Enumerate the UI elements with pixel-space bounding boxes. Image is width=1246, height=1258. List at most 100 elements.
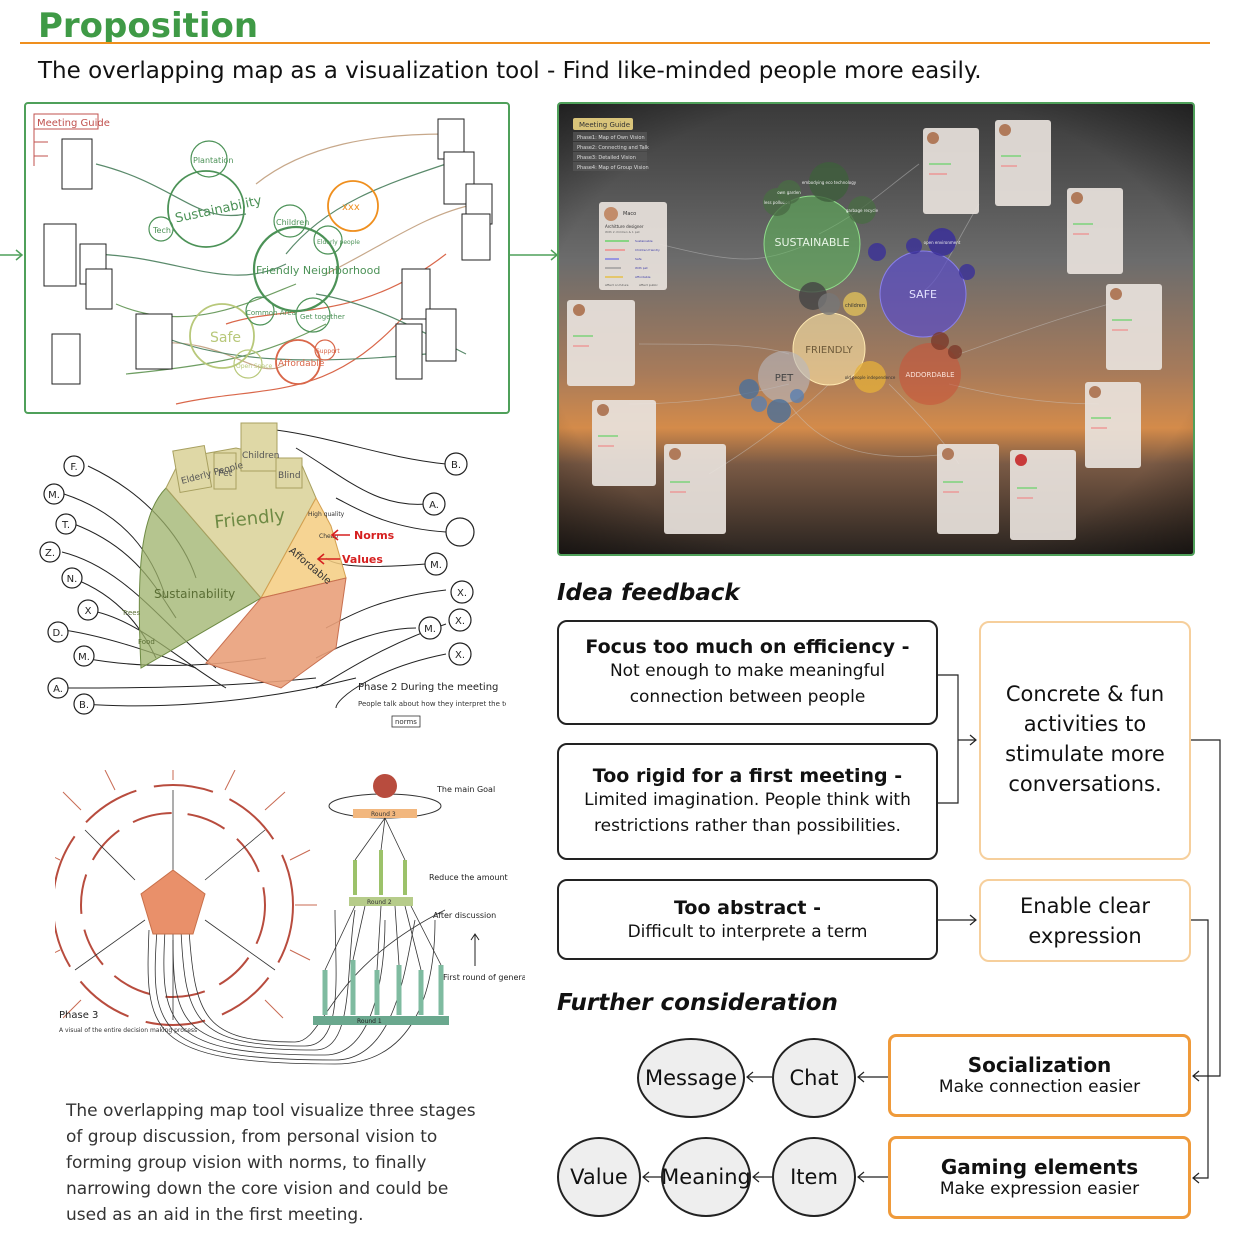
person-right: M. (430, 560, 442, 571)
photo-bubble-friendly: FRIENDLY (805, 345, 853, 356)
sketch-bubble-affordable: Affordable (278, 359, 325, 369)
petal-blind: Blind (278, 471, 301, 481)
photo-phase-4: Phase4: Map of Group Vision (577, 165, 649, 171)
petal-food: Food (138, 638, 155, 646)
round-2-label: Round 2 (367, 899, 392, 906)
person-left: M. (48, 490, 60, 501)
round-3-label: Round 3 (371, 811, 396, 818)
label-reduce: Reduce the amount (429, 873, 508, 882)
photo-bubble-less-pollution: less pollution (764, 200, 791, 205)
arrow-to-photo-icon (507, 249, 559, 261)
sketch-bubble-xxx: xxx (342, 202, 360, 213)
photo-bubble-safe: SAFE (909, 288, 937, 301)
sketch-bubble-common-area: Common Area (246, 309, 296, 317)
feedback-abstract: Too abstract - Difficult to interprete a… (557, 879, 938, 960)
round-1-label: Round 1 (357, 1018, 382, 1025)
overlapping-map-sketch: Meeting Guide Sustainability Plantation … (24, 102, 510, 414)
sketch-bubble-sustainability: Sustainability (174, 193, 264, 226)
radial-norms-sketch: Elderly People Pet Children Blind Friend… (39, 422, 506, 728)
annotation-values: Values (342, 553, 383, 566)
group-vision-map-photo: Meeting Guide Phase1: Map of Own Vision … (557, 102, 1195, 556)
feedback-title: Too rigid for a first meeting (592, 765, 888, 787)
chain-arrows (746, 1071, 888, 1183)
sketch-meeting-guide: Meeting Guide (37, 118, 110, 129)
feedback-title: Focus too much on efficiency (585, 636, 896, 658)
sketch-bubble-elderly: Elderly people (317, 239, 360, 246)
flow-connectors (938, 674, 1221, 1184)
title-underline (20, 42, 1210, 44)
person-left: M. (78, 652, 90, 663)
label-after-discussion: After discussion (433, 911, 496, 920)
card-role: Architture designer (605, 224, 644, 229)
photo-meeting-guide: Meeting Guide (579, 121, 630, 129)
chain-item: Item (772, 1137, 856, 1217)
further-title: Socialization (967, 1053, 1112, 1077)
card-tag: Sustainable (635, 239, 653, 243)
card-foot: Affect public (639, 283, 658, 287)
label-main-goal: The main Goal (436, 785, 495, 794)
page-subtitle: The overlapping map as a visualization t… (38, 58, 982, 84)
chain-meaning: Meaning (661, 1137, 751, 1217)
further-consideration-heading: Further consideration (557, 990, 838, 1016)
person-right: M. (424, 624, 436, 635)
solution-concrete-activities: Concrete & fun activities to stimulate m… (979, 621, 1191, 860)
further-body: Make expression easier (939, 1179, 1140, 1199)
tool-description: The overlapping map tool visualize three… (66, 1101, 476, 1225)
sketch-bubble-get-together: Get together (300, 313, 345, 321)
feedback-body: Difficult to interprete a term (627, 922, 868, 942)
photo-phase-3: Phase3: Detailed Vision (577, 155, 636, 161)
photo-bubble-garbage: garbage recycle (846, 208, 879, 213)
sketch-bubble-support: Support (316, 348, 340, 355)
phase2-title: Phase 2 During the meeting (358, 682, 498, 693)
chain-message: Message (637, 1038, 745, 1118)
phase2-text: People talk about how they interpret the… (358, 700, 506, 708)
person-right: A. (429, 500, 439, 511)
photo-bubble-open-environment: open environment (924, 240, 961, 245)
petal-children: Children (242, 451, 279, 461)
person-left: T. (61, 520, 70, 531)
card-tag: Safe (635, 257, 642, 261)
photo-bubble-pet: PET (775, 373, 794, 384)
person-left: D. (53, 628, 64, 639)
feedback-rigid: Too rigid for a first meeting - Limited … (557, 743, 938, 860)
profile-cards: Maco Architture designer With 2 children… (567, 120, 1162, 540)
further-socialization: Socialization Make connection easier (888, 1034, 1191, 1117)
chain-chat: Chat (772, 1038, 856, 1118)
petal-sustainability: Sustainability (154, 587, 235, 601)
sketch-bubble-tech: Tech (152, 226, 171, 235)
annotation-norms: Norms (354, 529, 395, 542)
solution-clear-expression: Enable clear expression (979, 879, 1191, 962)
idea-feedback-heading: Idea feedback (557, 580, 740, 606)
phase2-boxed: norms (395, 718, 417, 726)
further-body: Make connection easier (938, 1077, 1141, 1097)
petal-cheap: Cheap (319, 533, 338, 540)
phase3-title: Phase 3 (59, 1010, 98, 1021)
photo-bubble-own-garden: own garden (777, 190, 801, 195)
further-title: Gaming elements (940, 1155, 1139, 1179)
petal-pet: Pet (218, 469, 233, 479)
feedback-body: Limited imagination. People think with r… (584, 790, 911, 836)
person-right: X. (455, 650, 465, 661)
page-title: Proposition (38, 6, 259, 42)
further-gaming: Gaming elements Make expression easier (888, 1136, 1191, 1219)
person-left: A. (53, 684, 63, 695)
photo-phase-1: Phase1: Map of Own Vision (577, 135, 645, 141)
petal-trees: Trees (121, 609, 141, 617)
sketch-bubble-plantation: Plantation (193, 156, 233, 165)
person-right: B. (451, 460, 461, 471)
chain-value: Value (557, 1137, 641, 1217)
sketch-bubble-children: Children (276, 218, 309, 227)
feedback-title: Too abstract (673, 897, 807, 919)
card-tag: With pet (635, 266, 649, 270)
photo-bubble-sustainable: SUSTAINABLE (774, 236, 849, 249)
person-right: X. (457, 588, 467, 599)
person-left: F. (70, 462, 77, 473)
card-tag: Affordable (635, 275, 651, 279)
petal-high-quality: High quality (308, 511, 345, 518)
card-name: Maco (623, 211, 636, 217)
photo-phase-2: Phase2: Connecting and Talk (577, 145, 649, 151)
person-left: N. (67, 574, 78, 585)
person-left: B. (79, 700, 89, 711)
sketch-bubble-safe: Safe (210, 330, 241, 346)
chain-arrow-value (642, 1171, 661, 1183)
